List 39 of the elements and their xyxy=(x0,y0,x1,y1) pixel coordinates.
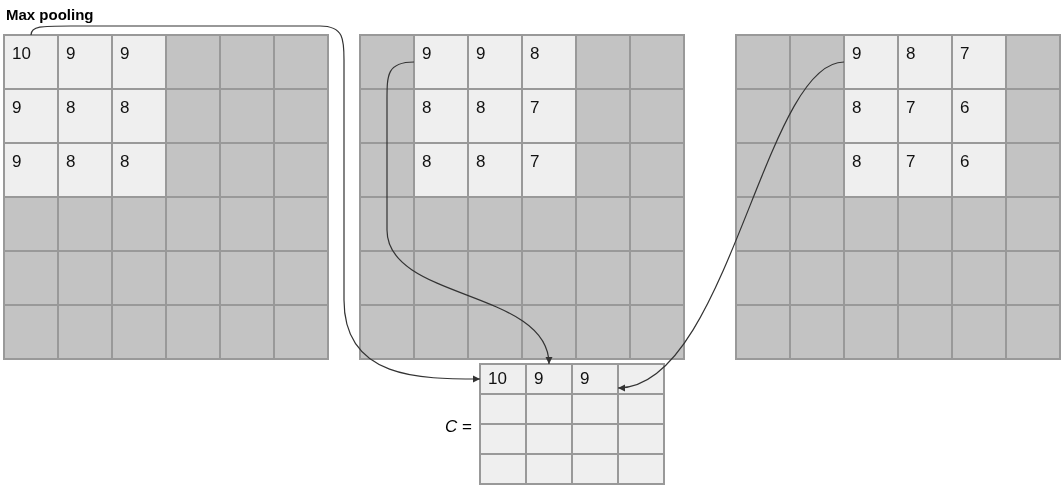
matrix-cell: 7 xyxy=(522,143,576,197)
arrow xyxy=(617,61,845,390)
matrix-cell: 8 xyxy=(58,143,112,197)
matrix-cell: 9 xyxy=(4,143,58,197)
matrix-cell: 8 xyxy=(844,89,898,143)
arrow xyxy=(30,25,481,383)
matrix-cell: 9 xyxy=(4,89,58,143)
matrix-label: C = xyxy=(445,417,472,437)
matrix-cell: 8 xyxy=(898,35,952,89)
matrix-cell: 7 xyxy=(898,89,952,143)
matrix-cell: 8 xyxy=(112,143,166,197)
output-matrix xyxy=(480,364,664,484)
matrix-cell: 8 xyxy=(468,89,522,143)
matrix-cell: 9 xyxy=(844,35,898,89)
matrix-cell: 7 xyxy=(898,143,952,197)
matrix-cell: 9 xyxy=(572,364,618,394)
title: Max pooling xyxy=(6,6,94,23)
matrix-cell: 9 xyxy=(468,35,522,89)
feature-map xyxy=(4,35,328,359)
matrix-cell: 8 xyxy=(58,89,112,143)
matrix-cell: 8 xyxy=(468,143,522,197)
matrix-cell: 8 xyxy=(844,143,898,197)
matrix-cell: 10 xyxy=(4,35,58,89)
matrix-cell: 9 xyxy=(526,364,572,394)
matrix-cell: 6 xyxy=(952,89,1006,143)
feature-map xyxy=(360,35,684,359)
matrix-cell: 8 xyxy=(522,35,576,89)
matrix-cell: 9 xyxy=(58,35,112,89)
matrix-cell: 8 xyxy=(112,89,166,143)
matrix-cell: 8 xyxy=(414,143,468,197)
feature-map xyxy=(736,35,1060,359)
arrow xyxy=(386,61,552,365)
matrix-cell: 9 xyxy=(112,35,166,89)
matrix-cell: 7 xyxy=(522,89,576,143)
matrix-cell: 7 xyxy=(952,35,1006,89)
matrix-cell: 10 xyxy=(480,364,526,394)
matrix-cell: 9 xyxy=(414,35,468,89)
matrix-cell: 8 xyxy=(414,89,468,143)
matrix-cell: 6 xyxy=(952,143,1006,197)
